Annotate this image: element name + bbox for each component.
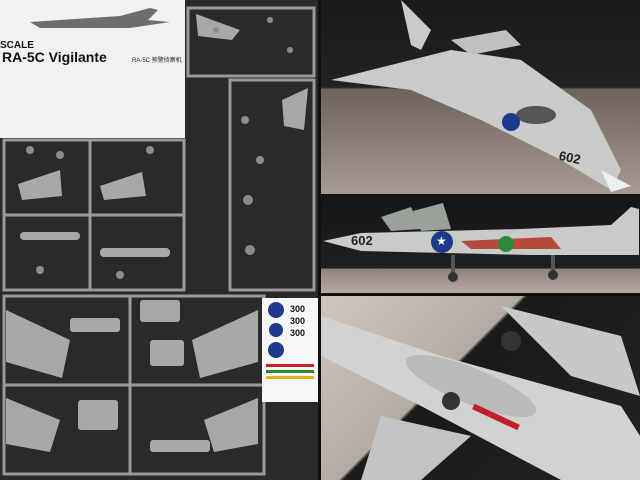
sheet-title: RA-5C Vigilante bbox=[2, 49, 107, 65]
sheet-subtitle: RA-5C 预警侦察机 bbox=[132, 58, 182, 64]
decal-insignia-drawing bbox=[266, 302, 314, 379]
decal-number: 300 bbox=[290, 304, 306, 314]
sheet-scale-label: SCALE bbox=[0, 40, 34, 51]
model-photo-front-quarter: 602 bbox=[321, 0, 640, 194]
aircraft-model-drawing bbox=[323, 203, 639, 282]
national-insignia: ★ bbox=[423, 231, 461, 253]
aircraft-model-drawing bbox=[321, 306, 640, 480]
aircraft-model-drawing bbox=[331, 0, 631, 192]
model-photo-underside bbox=[321, 296, 640, 480]
sprue-parts-drawing bbox=[0, 6, 316, 476]
decal-sheet: 300 300 300 bbox=[262, 298, 318, 402]
kit-sprues-photo: SCALE RA-5C Vigilante RA-5C 预警侦察机 300 30… bbox=[0, 0, 318, 480]
model-photo-side: 602 ★ bbox=[321, 197, 640, 293]
tail-number: 602 bbox=[351, 233, 373, 248]
instruction-sheet: SCALE RA-5C Vigilante RA-5C 预警侦察机 bbox=[0, 0, 185, 138]
decal-number: 300 bbox=[290, 328, 306, 338]
decal-number: 300 bbox=[290, 316, 306, 326]
sheet-aircraft-drawing bbox=[30, 8, 170, 28]
star-icon: ★ bbox=[436, 234, 447, 248]
